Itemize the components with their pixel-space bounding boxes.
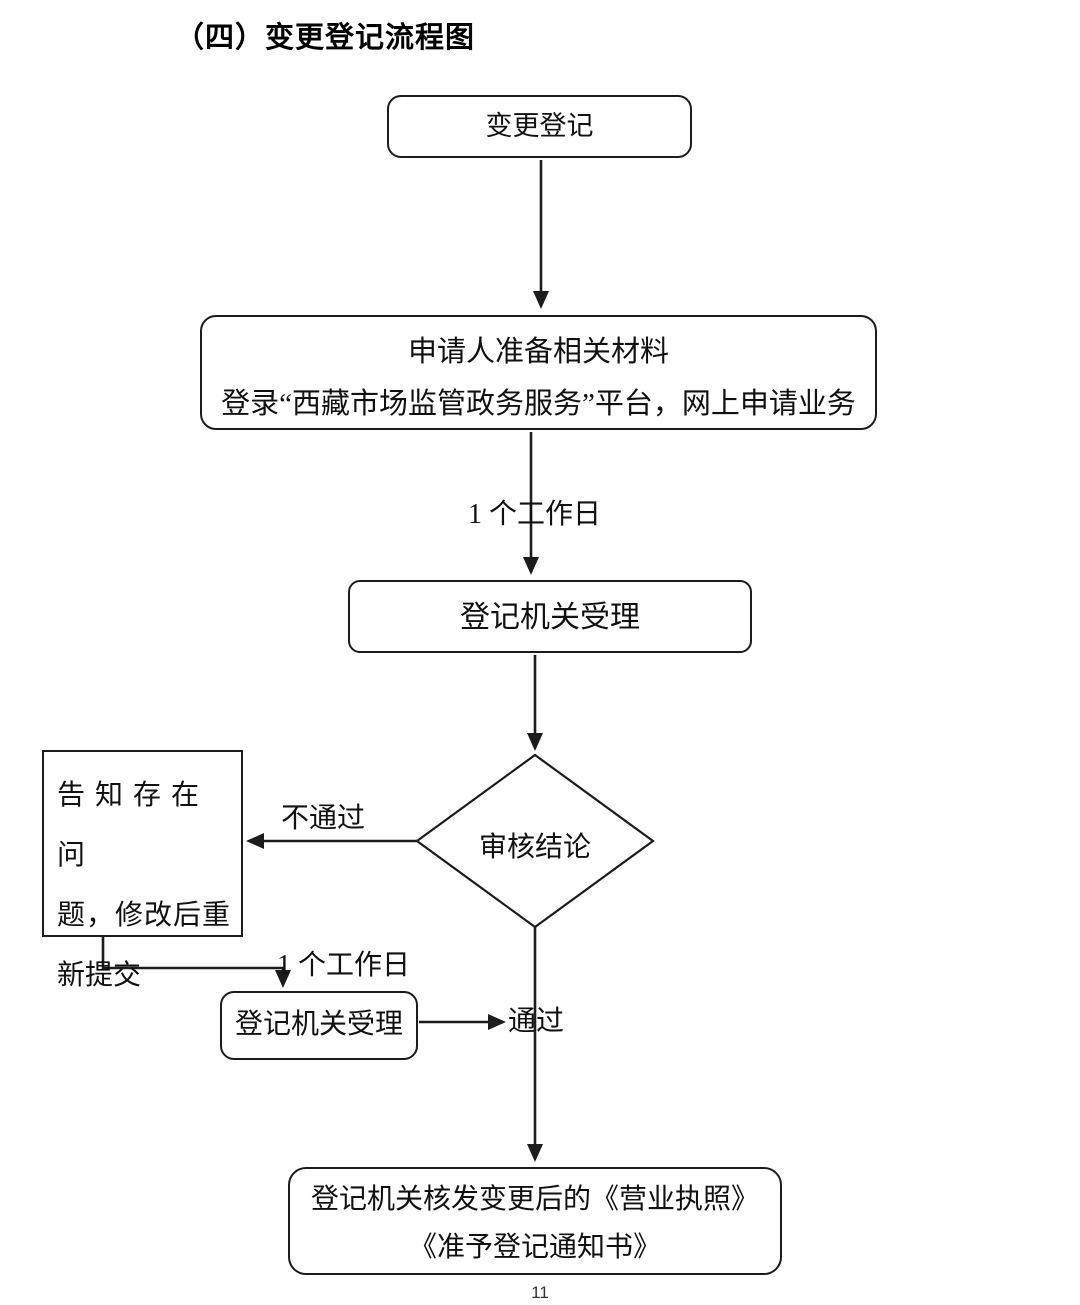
node-prepare-line2: 登录“西藏市场监管政务服务”平台，网上申请业务 — [221, 388, 856, 420]
node-prepare-materials: 申请人准备相关材料 登录“西藏市场监管政务服务”平台，网上申请业务 — [200, 315, 877, 430]
node-notify-line3: 新提交 — [57, 960, 142, 991]
edge-label-not-pass: 不通过 — [281, 803, 366, 834]
node-issue-line2: 《准予登记通知书》 — [408, 1232, 661, 1263]
node-start: 变更登记 — [387, 95, 692, 158]
decision-review-label: 审核结论 — [478, 832, 591, 863]
node-notify-line1: 告知存在问 — [57, 780, 210, 871]
node-notify-problems: 告知存在问 题，修改后重 新提交 — [42, 750, 243, 991]
node-prepare-line1: 申请人准备相关材料 — [407, 336, 669, 368]
node-registration-accept: 登记机关受理 — [348, 580, 752, 653]
node-resubmit-accept: 登记机关受理 — [220, 991, 418, 1060]
node-issue-line1: 登记机关核发变更后的《营业执照》 — [310, 1184, 759, 1215]
node-accept-label: 登记机关受理 — [460, 601, 640, 634]
page-title: （四）变更登记流程图 — [175, 22, 476, 54]
edge-label-one-workday-second: 1 个工作日 — [277, 950, 411, 981]
page-number: 11 — [531, 1283, 549, 1302]
edge-label-one-workday-first: 1 个工作日 — [468, 499, 602, 530]
node-notify-line2: 题，修改后重 — [57, 900, 232, 931]
edge-label-pass: 通过 — [508, 1006, 565, 1037]
node-resubmit-label: 登记机关受理 — [234, 1009, 403, 1040]
node-issue-license: 登记机关核发变更后的《营业执照》 《准予登记通知书》 — [288, 1167, 782, 1275]
node-start-label: 变更登记 — [485, 111, 594, 141]
